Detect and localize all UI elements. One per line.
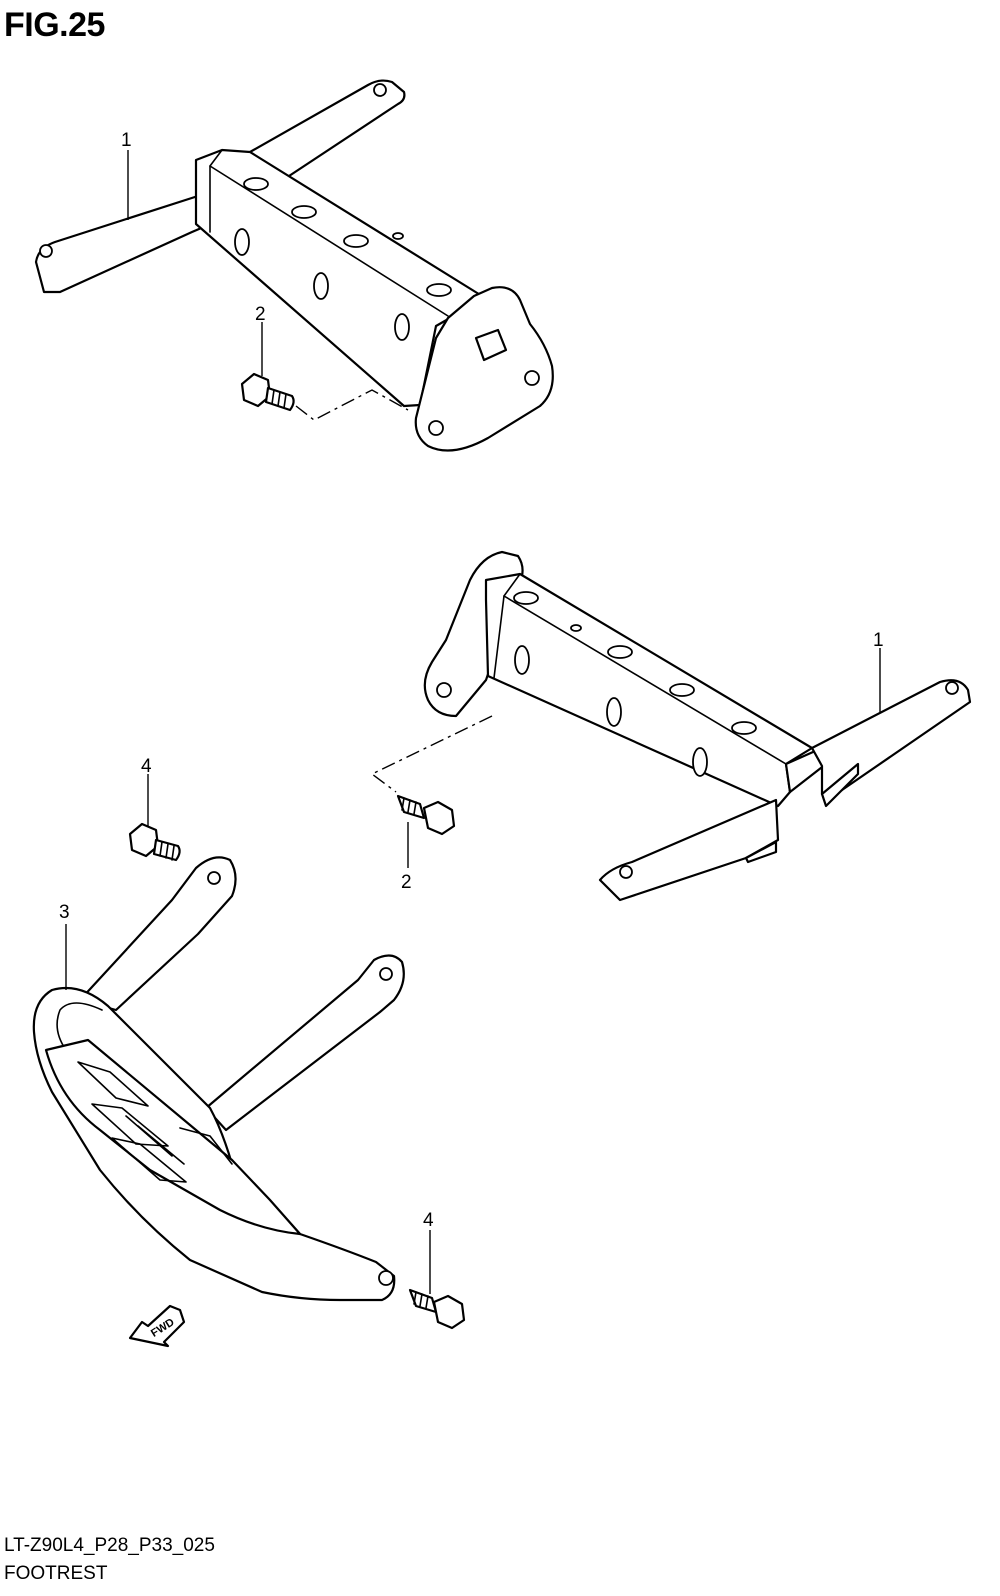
drawing-code: LT-Z90L4_P28_P33_025 [4, 1535, 215, 1556]
fwd-arrow-icon: FWD [128, 1304, 186, 1348]
assembly-centerline [295, 389, 409, 421]
callout-bolt-right: 2 [401, 872, 412, 893]
assembly-centerline [370, 715, 493, 793]
callout-bolt-top: 2 [255, 304, 266, 325]
callout-bracket-right: 1 [873, 630, 884, 651]
flange-bolt-right [396, 794, 456, 836]
footrest-guard [32, 856, 405, 1302]
callout-bolt-bottom: 4 [423, 1210, 434, 1231]
flange-bolt-top [240, 372, 295, 412]
callout-footrest-guard: 3 [59, 902, 70, 923]
footrest-bracket-top [34, 79, 554, 452]
flange-bolt-bottom [408, 1288, 466, 1330]
callout-bracket-top: 1 [121, 130, 132, 151]
footrest-bracket-right [423, 550, 972, 902]
drawing-name: FOOTREST [4, 1563, 108, 1584]
figure-title: FIG.25 [4, 6, 105, 44]
callout-bolt-left-top: 4 [141, 756, 152, 777]
flange-bolt-upper-left [128, 822, 181, 862]
